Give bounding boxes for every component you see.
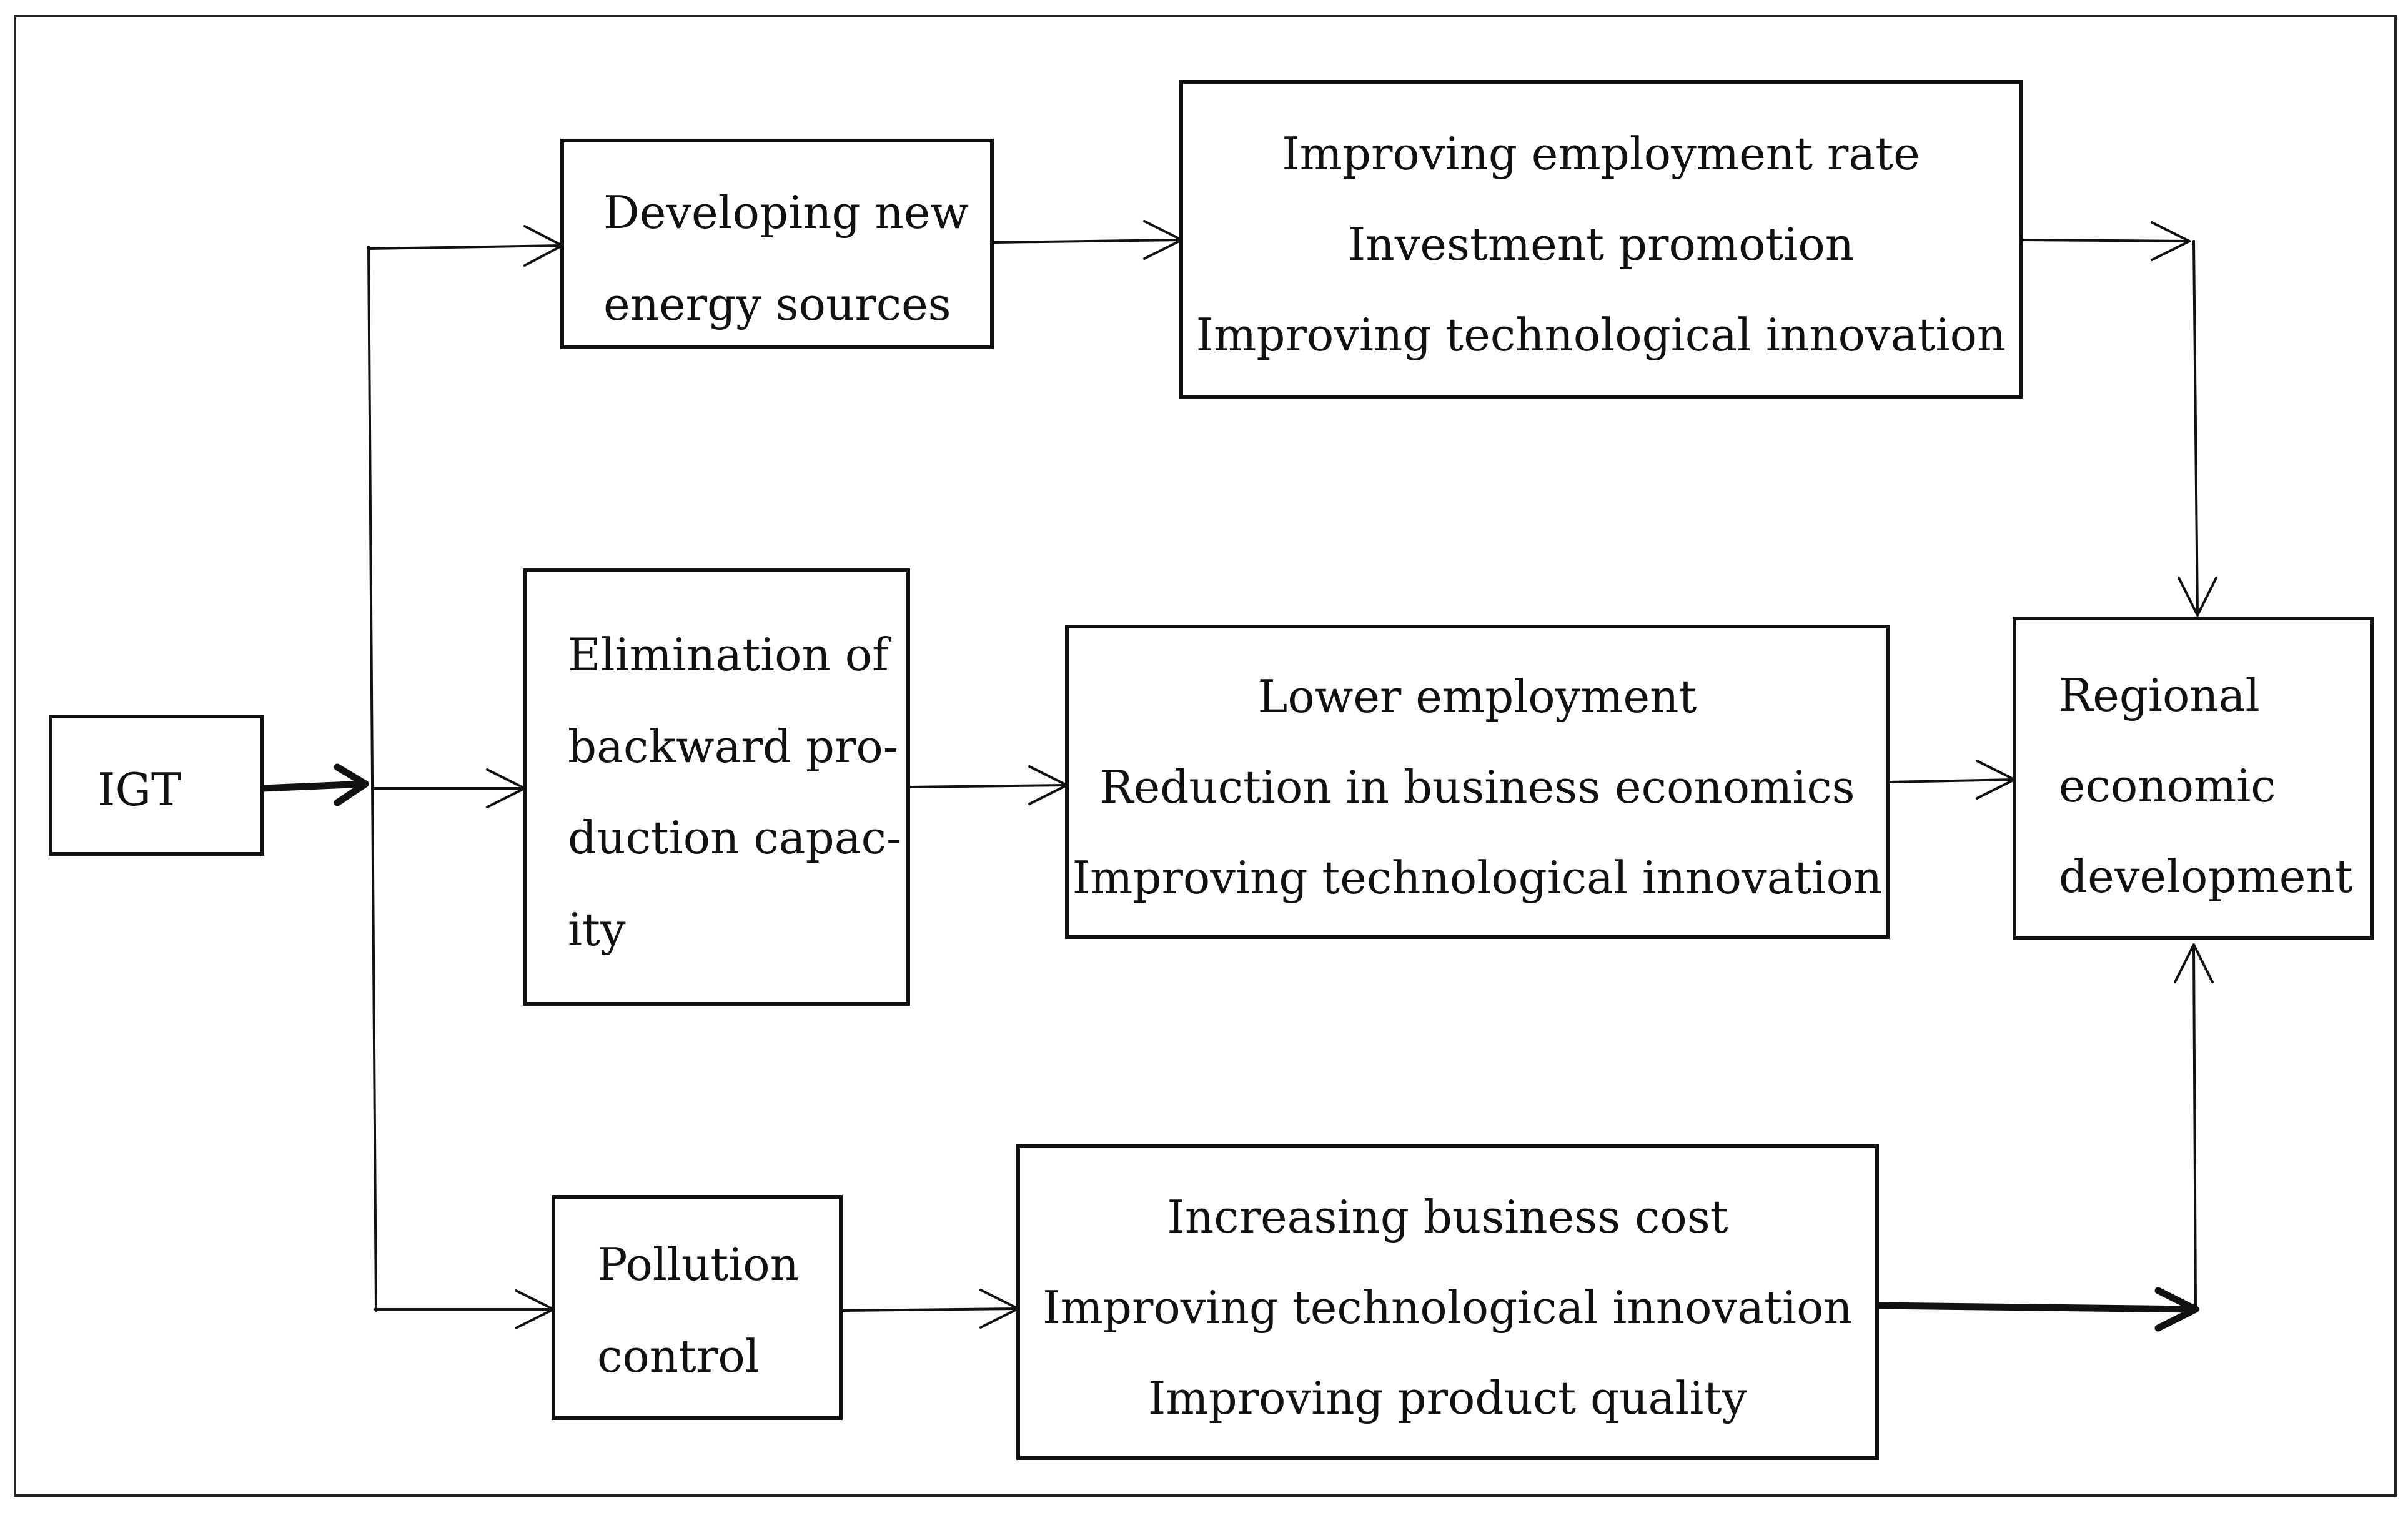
pollution-effect-2: Improving technological innovation <box>1043 1281 1853 1334</box>
arrow-corner-down-to-regional <box>2192 240 2199 617</box>
arrow-elimination-to-effects <box>908 784 1068 788</box>
arrow-branch-to-new-energy <box>367 244 563 250</box>
pollution-line-2: control <box>597 1330 760 1382</box>
igt-label: IGT <box>97 763 181 816</box>
igt-box: IGT <box>49 715 264 856</box>
elimination-effects-box: Lower employment Reduction in business e… <box>1065 625 1890 939</box>
arrow-bottom-effects-to-corner <box>1875 1302 2199 1313</box>
new-energy-effects-box: Improving employment rate Investment pro… <box>1179 80 2023 399</box>
arrow-igt-to-branch-head <box>334 763 369 806</box>
new-energy-effect-1: Improving employment rate <box>1282 127 1920 180</box>
pollution-effect-3: Improving product quality <box>1147 1372 1748 1424</box>
arrow-top-effects-to-corner-head <box>2151 221 2191 261</box>
pollution-box: Pollution control <box>552 1195 843 1420</box>
elimination-effect-2: Reduction in business economics <box>1099 761 1855 813</box>
arrow-corner-up-to-regional-head <box>2174 943 2214 983</box>
arrow-top-effects-to-corner <box>2023 239 2191 242</box>
elimination-line-4: ity <box>568 903 626 956</box>
regional-development-box: Regional economic development <box>2013 617 2374 940</box>
new-energy-effect-2: Investment promotion <box>1347 218 1855 270</box>
new-energy-line-1: Developing new <box>603 186 969 239</box>
regional-line-3: development <box>2059 850 2353 903</box>
elimination-line-3: duction capac- <box>568 811 902 864</box>
pollution-effects-box: Increasing business cost Improving techn… <box>1016 1144 1879 1460</box>
arrow-corner-down-to-regional-head <box>2178 577 2217 617</box>
arrow-igt-to-branch <box>259 780 369 792</box>
pollution-line-1: Pollution <box>597 1238 799 1291</box>
elimination-box: Elimination of backward pro- duction cap… <box>523 568 910 1006</box>
diagram-border <box>14 15 2397 1497</box>
elimination-effect-1: Lower employment <box>1257 670 1697 723</box>
arrow-middle-effects-to-regional <box>1888 778 2016 783</box>
arrow-corner-up-to-regional <box>2192 943 2197 1311</box>
new-energy-line-2: energy sources <box>603 278 951 330</box>
elimination-line-1: Elimination of <box>568 628 889 681</box>
arrow-pollution-to-effects <box>842 1307 1019 1312</box>
arrow-new-energy-to-effects <box>992 239 1183 244</box>
new-energy-effect-3: Improving technological innovation <box>1196 309 2006 361</box>
new-energy-box: Developing new energy sources <box>560 139 994 349</box>
pollution-effect-1: Increasing business cost <box>1167 1191 1728 1243</box>
elimination-effect-3: Improving technological innovation <box>1072 851 1883 904</box>
regional-line-2: economic <box>2059 760 2276 812</box>
regional-line-1: Regional <box>2059 669 2260 722</box>
branch-trunk-line <box>367 246 377 1312</box>
elimination-line-2: backward pro- <box>568 720 899 773</box>
